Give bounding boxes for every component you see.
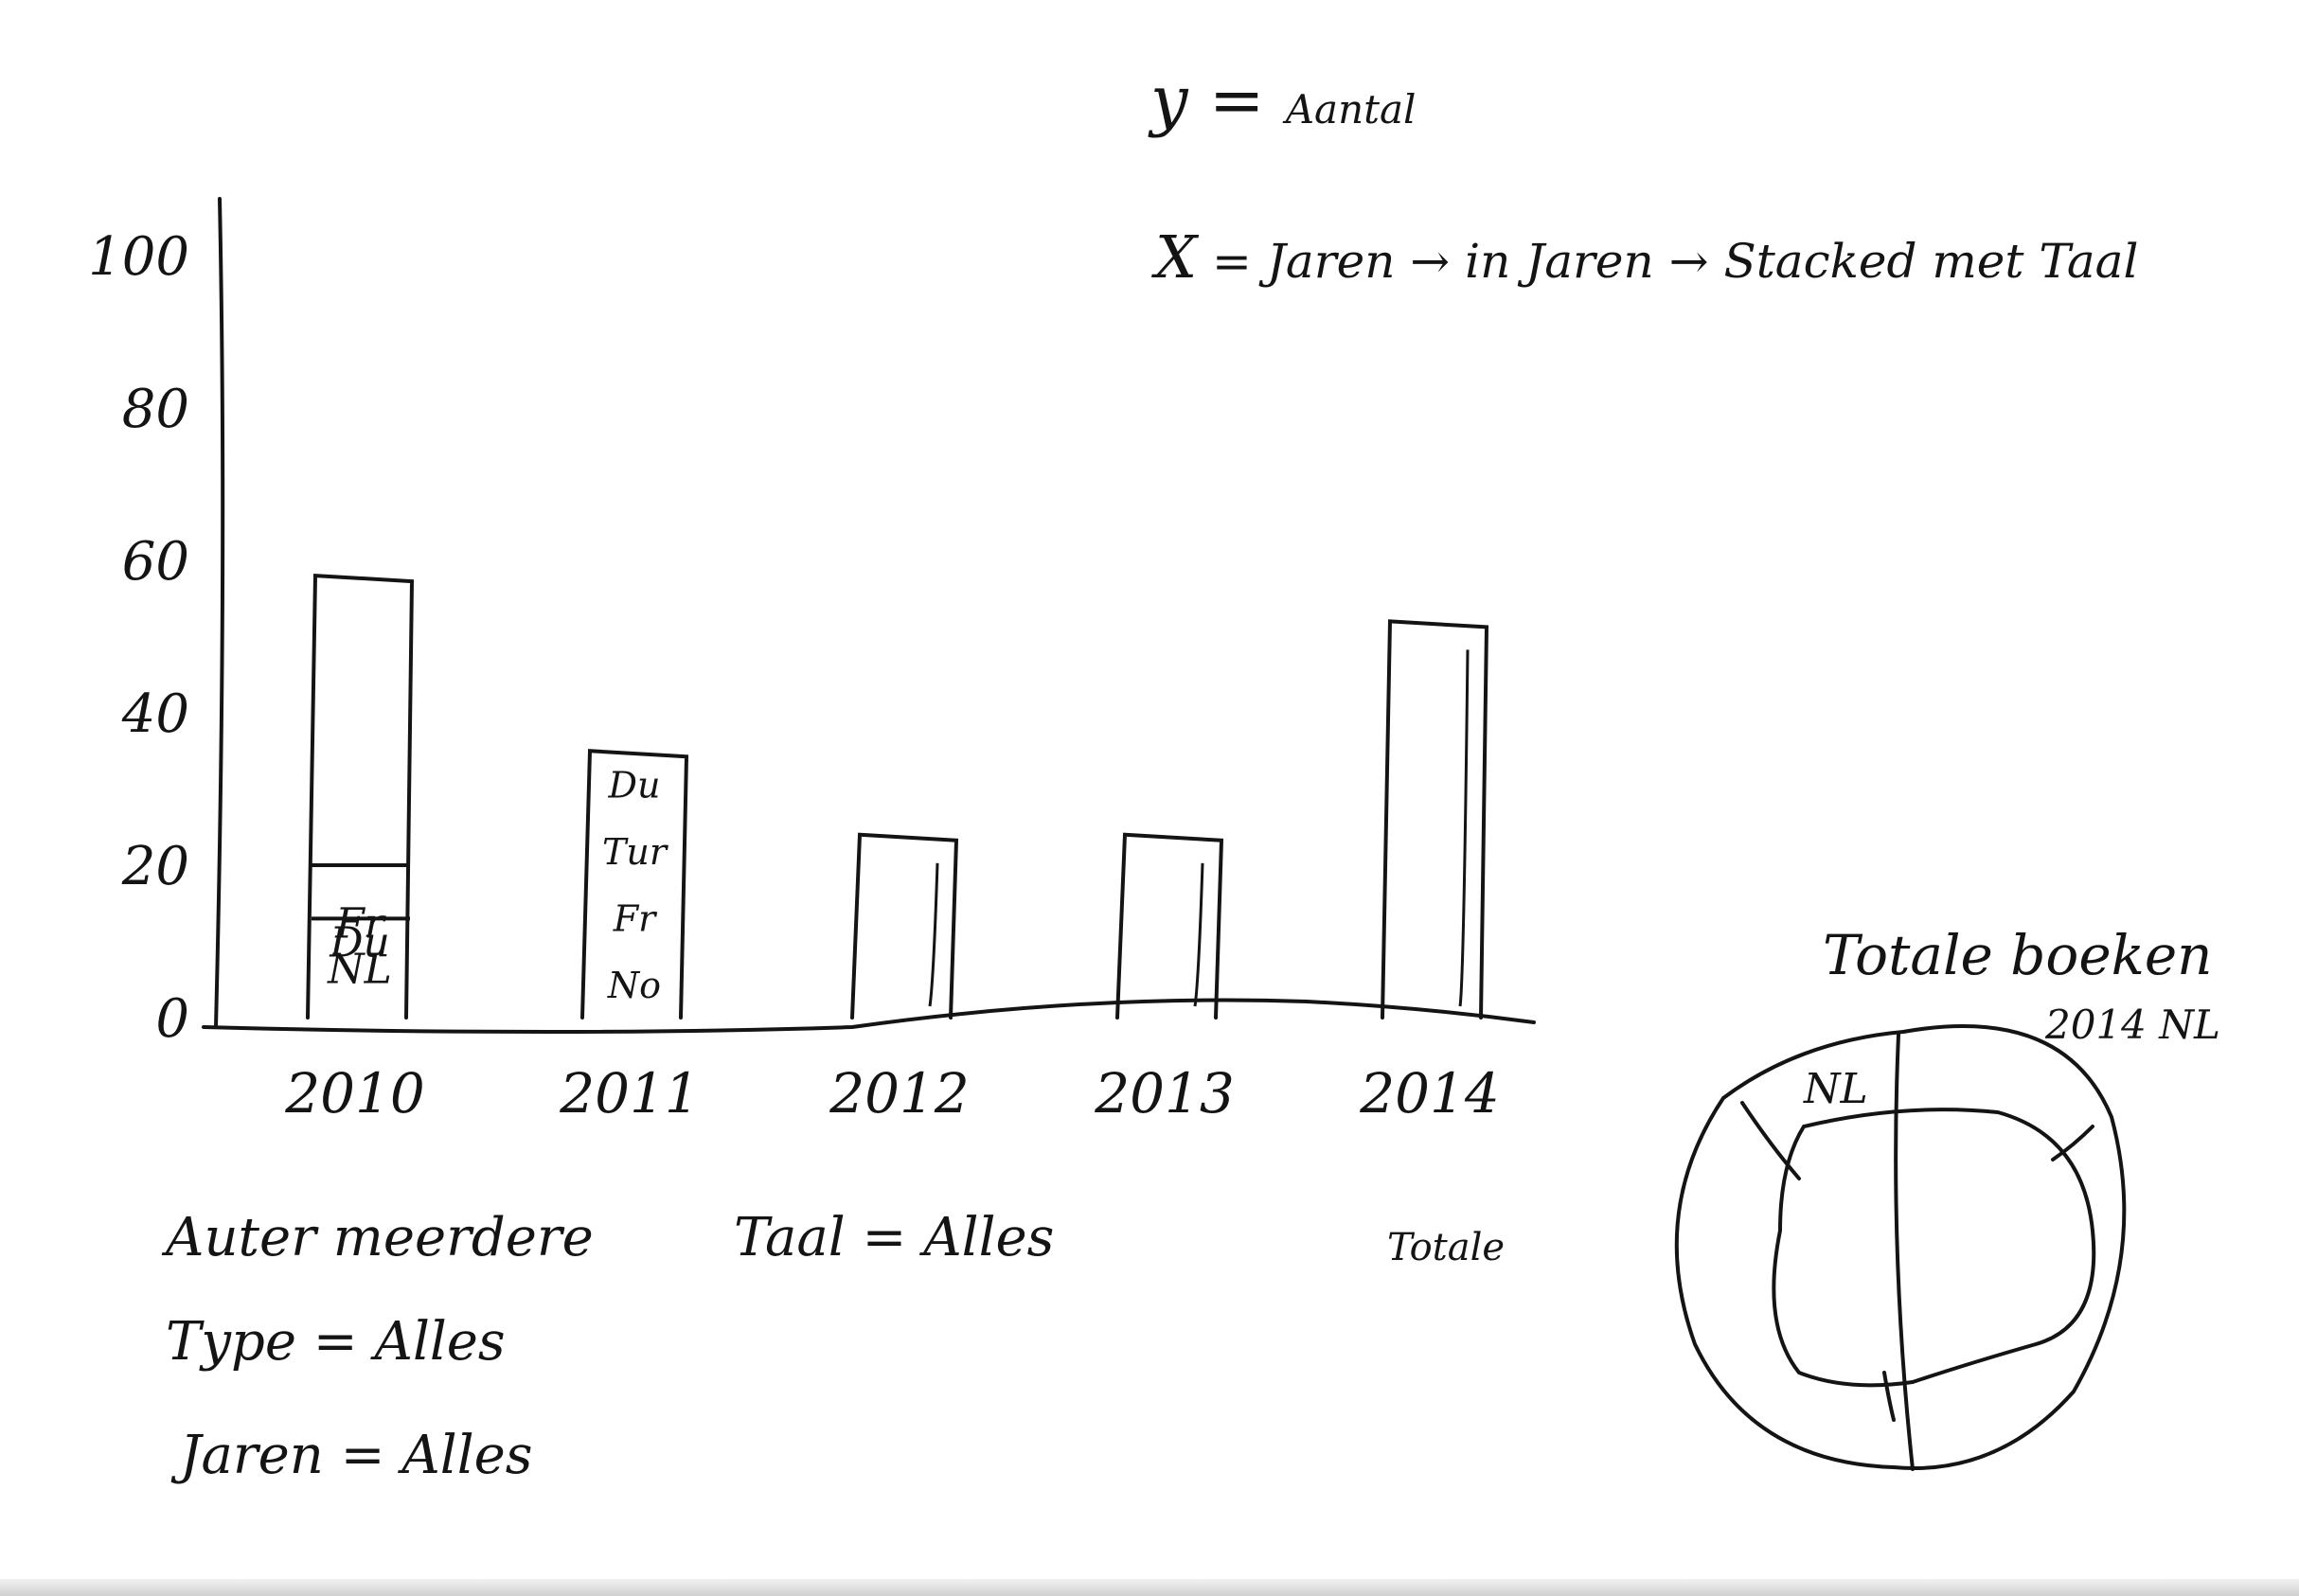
- x-tick-labels: 2010 2011 2012 2013 2014: [284, 1061, 1500, 1126]
- y-tick-label: 80: [122, 379, 189, 440]
- y-tick-labels: 0 20 40 60 80 100: [88, 226, 189, 1050]
- bar-2012: [850, 832, 959, 1020]
- bar-outline: [850, 832, 959, 1020]
- bar-2011: No Fr Tur Du: [580, 749, 689, 1020]
- arrow-right-icon: →: [1410, 234, 1466, 289]
- pie-divider-vertical: [1894, 1033, 1915, 1471]
- filter-years: Jaren = Alles: [180, 1425, 533, 1486]
- pie-sketch: [1674, 1024, 2127, 1471]
- equals-sign: =: [1208, 62, 1286, 139]
- bar-segment-label: Tur: [602, 831, 669, 873]
- bar-segment-label: Fr: [613, 897, 658, 939]
- bar-segment-label: Fr: [334, 899, 387, 948]
- x-tick-label: 2011: [559, 1061, 700, 1126]
- bar-scribble: [928, 862, 939, 1007]
- y-axis-line: [214, 197, 225, 1029]
- arrow-right-icon: →: [1668, 234, 1724, 289]
- x-tick-label: 2014: [1359, 1061, 1500, 1126]
- bar-outline: [1381, 619, 1489, 1020]
- x-tick-label: 2010: [284, 1061, 425, 1126]
- pie-title: Totale boeken: [1823, 923, 2213, 987]
- x-axis-stacking: Stacked met Taal: [1723, 234, 2139, 289]
- x-tick-label: 2013: [1094, 1061, 1235, 1126]
- y-tick-label: 0: [155, 988, 189, 1050]
- pie-inner-ring: [1772, 1108, 2096, 1388]
- x-axis-grouping: in Jaren: [1465, 234, 1654, 289]
- x-axis-line: [202, 998, 1536, 1034]
- bar-scribble: [1458, 649, 1470, 1007]
- y-tick-label: 40: [121, 683, 189, 745]
- chart-axes: [202, 197, 1536, 1034]
- x-tick-label: 2012: [829, 1061, 970, 1126]
- bar-2014: [1381, 619, 1489, 1020]
- y-symbol: y: [1150, 62, 1188, 139]
- x-axis-label: Jaren: [1266, 234, 1396, 289]
- bar-outline: [580, 749, 689, 1020]
- bar-segment-label: Du: [608, 764, 661, 806]
- y-tick-label: 60: [122, 531, 189, 593]
- pie-divider-right: [2051, 1125, 2094, 1162]
- bar-2013: [1115, 832, 1224, 1020]
- bar-outline: [306, 573, 415, 1020]
- equals-sign: =: [1212, 234, 1267, 289]
- y-tick-label: 100: [88, 226, 189, 288]
- y-axis-label: Aantal: [1285, 86, 1417, 133]
- pie-outer-circle: [1674, 1024, 2127, 1470]
- pie-divider-lower: [1882, 1371, 1896, 1422]
- bar-outline: [1115, 832, 1224, 1020]
- totals-caption: Totale: [1387, 1226, 1506, 1269]
- page-bottom-edge: [0, 1579, 2299, 1596]
- pie-subtitle: 2014 NL: [2045, 1002, 2220, 1048]
- bar-scribble: [1193, 862, 1204, 1007]
- x-symbol: X: [1155, 222, 1198, 292]
- x-axis-note: X = Jaren → in Jaren → Stacked met Taal: [1155, 222, 2138, 292]
- bar-segment-label: NL: [327, 946, 392, 994]
- pie-divider-left: [1740, 1101, 1801, 1180]
- pie-segment-label: NL: [1804, 1065, 1868, 1113]
- filter-type: Type = Alles: [166, 1311, 506, 1373]
- y-tick-label: 20: [121, 836, 189, 897]
- bar-segment-label: No: [607, 965, 661, 1006]
- bar-segment-label: Du: [329, 919, 390, 967]
- filter-author: Auter meerdere: [166, 1207, 594, 1268]
- filter-language: Taal = Alles: [734, 1207, 1055, 1268]
- y-axis-note: y = Aantal: [1150, 62, 1417, 139]
